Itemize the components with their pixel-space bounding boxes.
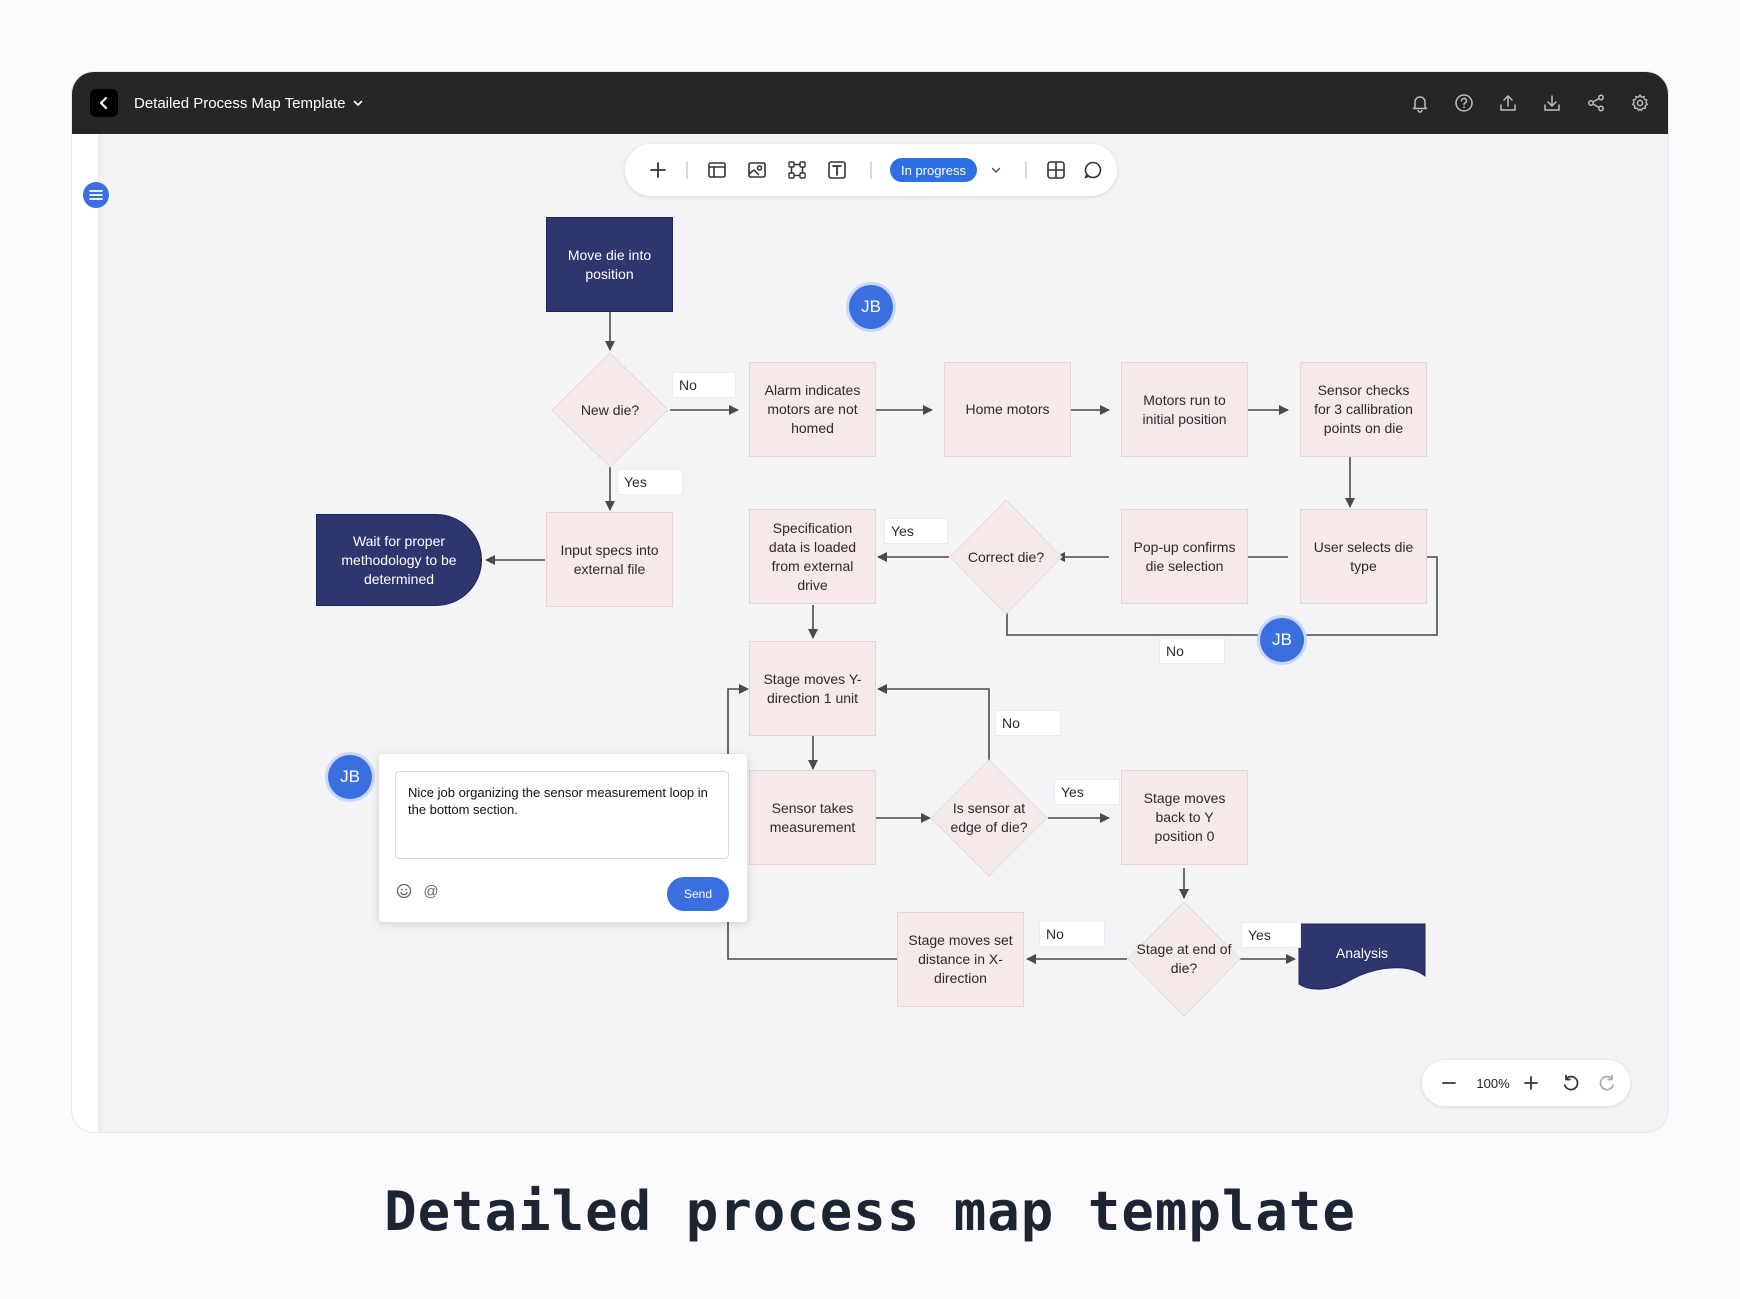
undo-icon <box>1563 1074 1579 1091</box>
toolbar-divider <box>1025 161 1027 179</box>
node-alarm[interactable]: Alarm indicates motors are not homed <box>749 362 876 457</box>
node-spec-data[interactable]: Specification data is loaded from extern… <box>749 509 876 604</box>
node-new-die-label: New die? <box>580 401 640 418</box>
minus-icon <box>1442 1082 1456 1084</box>
node-sensor-measure[interactable]: Sensor takes measurement <box>749 770 876 865</box>
edge-correct-no <box>1006 552 1438 636</box>
edge-label-end-no: No <box>1039 921 1105 947</box>
plus-icon <box>1524 1076 1538 1090</box>
top-bar: Detailed Process Map Template <box>72 72 1668 134</box>
help-icon <box>1455 94 1473 112</box>
flow-connectors <box>485 312 1438 1017</box>
zoom-out-button[interactable] <box>1436 1070 1462 1096</box>
node-stage-end-label: Stage at end of die? <box>1136 941 1232 976</box>
plus-icon <box>650 162 666 178</box>
comment-icon <box>1084 161 1102 179</box>
zoom-level: 100% <box>1476 1075 1510 1091</box>
frame-icon <box>788 161 806 179</box>
node-stage-x[interactable]: Stage moves set distance in X-direction <box>897 912 1024 1007</box>
notifications-button[interactable] <box>1406 89 1434 117</box>
edge-label-correct-no: No <box>1159 638 1225 664</box>
text-tool[interactable] <box>824 157 850 183</box>
image-tool[interactable] <box>744 157 770 183</box>
node-analysis-label: Analysis <box>1335 944 1389 961</box>
whiteboard-app: Detailed Process Map Template <box>72 72 1668 1132</box>
page-caption: Detailed process map template <box>384 1180 1356 1243</box>
node-correct-die-label: Correct die? <box>967 548 1045 565</box>
outline-menu-button[interactable] <box>83 182 109 208</box>
edge-label-edge-no: No <box>995 710 1061 736</box>
text-box-icon <box>828 161 846 179</box>
comment-popover: Nice job organizing the sensor measureme… <box>379 754 747 922</box>
share-button[interactable] <box>1582 89 1610 117</box>
zoom-controls: 100% <box>1422 1060 1630 1106</box>
node-home-motors[interactable]: Home motors <box>944 362 1071 457</box>
upload-button[interactable] <box>1494 89 1522 117</box>
node-move-die[interactable]: Move die into position <box>546 217 673 312</box>
node-wait[interactable]: Wait for proper methodology to be determ… <box>316 514 482 606</box>
chevron-down-icon <box>353 100 362 107</box>
collaborator-avatar[interactable]: JB <box>1260 618 1304 662</box>
smiley-icon <box>396 883 412 899</box>
diamond-new-die[interactable] <box>551 352 669 468</box>
settings-button[interactable] <box>1626 89 1654 117</box>
comment-input[interactable]: Nice job organizing the sensor measureme… <box>395 771 729 859</box>
node-sensor-edge-label: Is sensor at edge of die? <box>950 800 1028 835</box>
menu-icon <box>89 190 103 200</box>
undo-button[interactable] <box>1558 1070 1584 1096</box>
grid-icon <box>1047 161 1065 179</box>
zoom-in-button[interactable] <box>1518 1070 1544 1096</box>
diamond-sensor-edge[interactable] <box>930 759 1048 877</box>
download-icon <box>1544 95 1560 111</box>
edge-edge-no <box>877 684 990 762</box>
top-bar-actions <box>1406 72 1654 134</box>
chevron-down-icon <box>991 167 1001 174</box>
share-icon <box>1588 94 1604 112</box>
comment-author-avatar[interactable]: JB <box>328 755 372 799</box>
status-dropdown[interactable] <box>987 158 1005 182</box>
gear-icon <box>1631 94 1649 112</box>
help-button[interactable] <box>1450 89 1478 117</box>
toolbar-divider <box>686 161 688 179</box>
add-button[interactable] <box>645 157 671 183</box>
status-badge[interactable]: In progress <box>890 158 978 182</box>
collaborator-avatar[interactable]: JB <box>849 285 893 329</box>
comment-tool[interactable] <box>1080 157 1106 183</box>
node-stage-y[interactable]: Stage moves Y-direction 1 unit <box>749 641 876 736</box>
edge-label-new-die-yes: Yes <box>617 469 683 495</box>
send-button[interactable]: Send <box>667 877 729 911</box>
floating-toolbar: In progress <box>625 144 1117 196</box>
node-popup-confirms[interactable]: Pop-up confirms die selection <box>1121 509 1248 604</box>
edge-label-new-die-no: No <box>672 372 736 398</box>
node-stage-back[interactable]: Stage moves back to Y position 0 <box>1121 770 1248 865</box>
document-title-dropdown[interactable]: Detailed Process Map Template <box>134 72 364 134</box>
node-user-selects[interactable]: User selects die type <box>1300 509 1427 604</box>
node-motors-run[interactable]: Motors run to initial position <box>1121 362 1248 457</box>
redo-button[interactable] <box>1594 1070 1620 1096</box>
diamond-stage-end[interactable] <box>1127 901 1241 1017</box>
image-icon <box>748 162 766 178</box>
emoji-button[interactable] <box>395 882 413 900</box>
frame-tool[interactable] <box>784 157 810 183</box>
diamond-correct-die[interactable] <box>949 499 1063 615</box>
bell-icon <box>1412 96 1428 113</box>
layout-tool[interactable] <box>704 157 730 183</box>
download-button[interactable] <box>1538 89 1566 117</box>
upload-icon <box>1500 95 1516 111</box>
left-rail <box>72 134 98 1132</box>
edge-label-edge-yes: Yes <box>1054 779 1120 805</box>
back-button[interactable] <box>90 89 118 117</box>
redo-icon <box>1599 1074 1615 1091</box>
node-sensor-checks[interactable]: Sensor checks for 3 callibration points … <box>1300 362 1427 457</box>
analysis-shape[interactable] <box>1298 923 1426 990</box>
layout-icon <box>708 162 726 178</box>
toolbar-divider <box>870 161 872 179</box>
document-title: Detailed Process Map Template <box>134 94 346 112</box>
chevron-left-icon <box>99 96 108 110</box>
edge-label-end-yes: Yes <box>1241 922 1301 948</box>
mention-button[interactable]: @ <box>423 882 439 900</box>
edge-label-correct-yes: Yes <box>884 518 948 544</box>
table-tool[interactable] <box>1043 157 1069 183</box>
node-input-specs[interactable]: Input specs into external file <box>546 512 673 607</box>
